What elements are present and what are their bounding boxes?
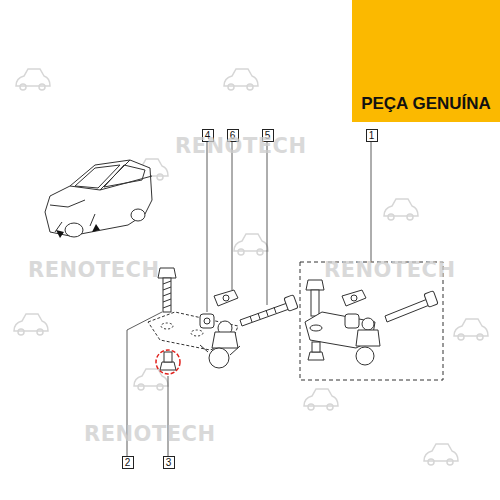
badge-text: PEÇA GENUÍNA [352,94,500,114]
callout-text: 1 [369,130,375,141]
watermark: RENOTECH [324,258,456,282]
watermark: RENOTECH [28,258,160,282]
callout-number: 1 [366,129,378,142]
callout-number: 2 [122,456,134,469]
callout-text: 3 [166,457,172,468]
callout-text: 2 [125,457,131,468]
brand-badge: PEÇA GENUÍNA [352,0,500,122]
watermark: RENOTECH [175,134,307,158]
callout-number: 3 [163,456,175,469]
watermark: RENOTECH [84,422,216,446]
